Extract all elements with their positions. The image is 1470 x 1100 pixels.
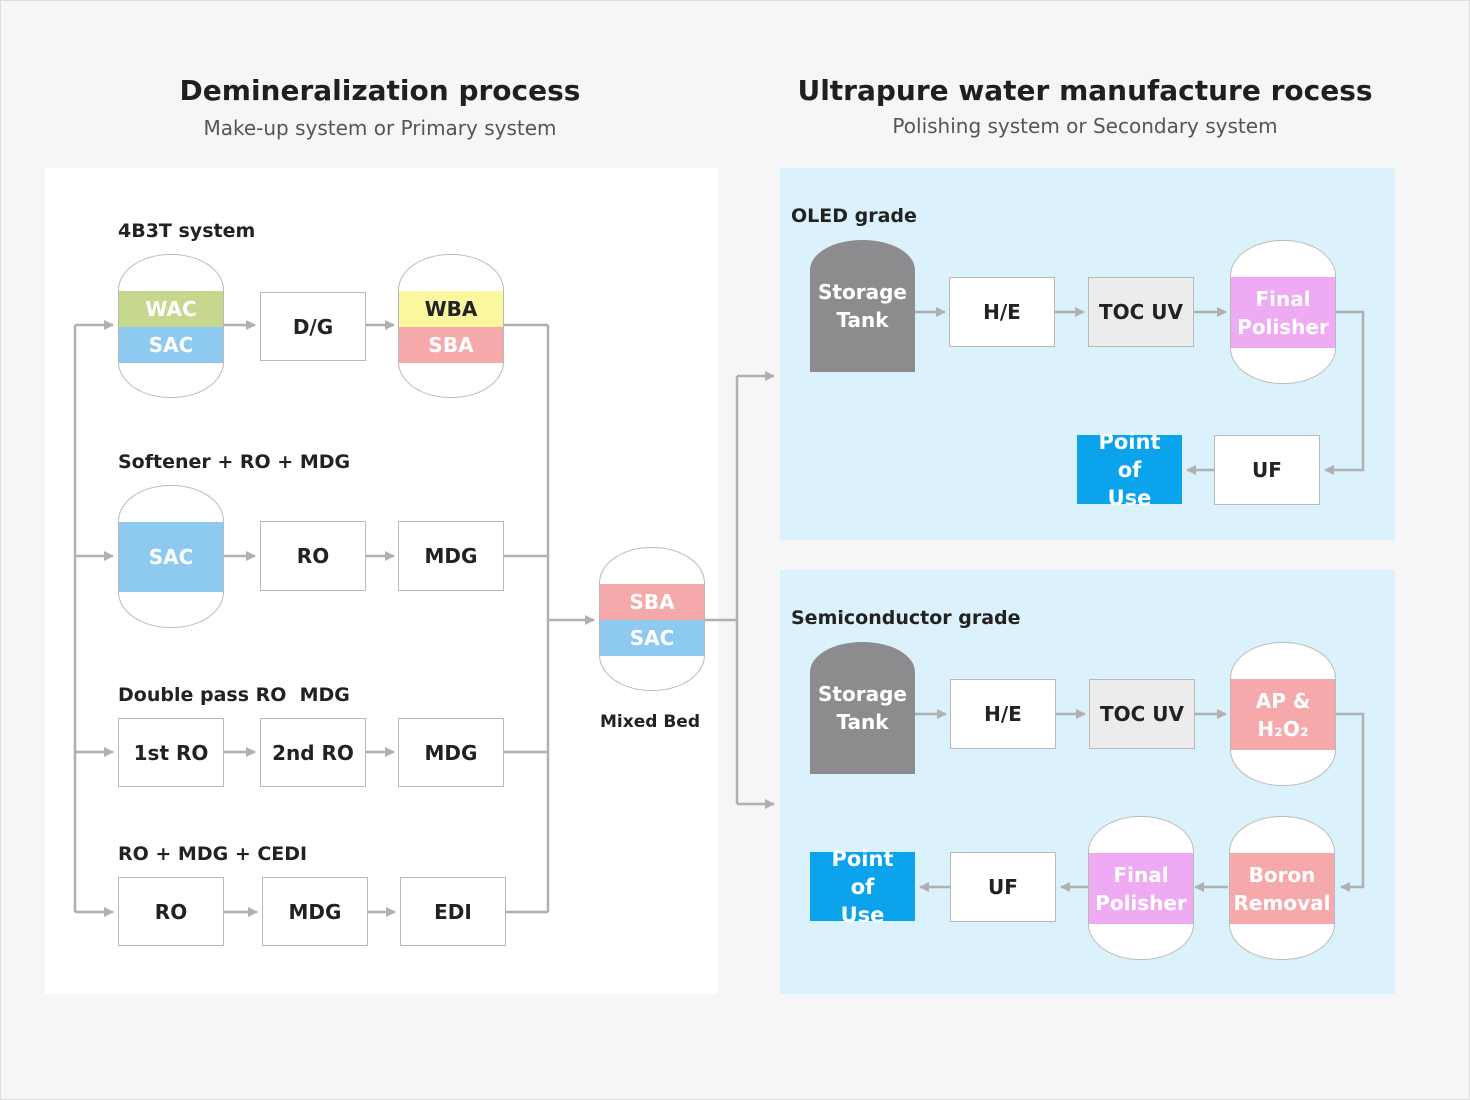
section-label-softener: Softener + RO + MDG bbox=[118, 451, 351, 473]
left-title: Demineralization process bbox=[179, 74, 581, 107]
mixed-bed-label: Mixed Bed bbox=[600, 712, 700, 732]
semi-final-polisher-band: Final Polisher bbox=[1089, 853, 1193, 924]
oled-uf-box: UF bbox=[1214, 435, 1320, 505]
boron-removal-tank: Boron Removal bbox=[1229, 816, 1335, 960]
oled-grade-label: OLED grade bbox=[791, 205, 917, 227]
cedi-mdg-box: MDG bbox=[262, 877, 368, 946]
softener-ro-box: RO bbox=[260, 521, 366, 591]
ap-h2o2-band: AP & H₂O₂ bbox=[1231, 679, 1335, 750]
sba-band: SBA bbox=[399, 327, 503, 363]
right-subtitle: Polishing system or Secondary system bbox=[892, 114, 1278, 138]
wba-band: WBA bbox=[399, 291, 503, 327]
dg-box: D/G bbox=[260, 292, 366, 361]
wac-sac-tank: WAC SAC bbox=[118, 254, 224, 398]
oled-he-box: H/E bbox=[949, 277, 1055, 347]
left-subtitle: Make-up system or Primary system bbox=[203, 116, 557, 140]
semi-final-polisher-tank: Final Polisher bbox=[1088, 816, 1194, 960]
oled-point-of-use: Point of Use bbox=[1077, 430, 1182, 510]
softener-mdg-box: MDG bbox=[398, 521, 504, 591]
cedi-ro-box: RO bbox=[118, 877, 224, 946]
second-ro-box: 2nd RO bbox=[260, 718, 366, 787]
mixed-bed-tank: SBA SAC bbox=[599, 547, 705, 691]
wba-sba-tank: WBA SBA bbox=[398, 254, 504, 398]
edi-box: EDI bbox=[400, 877, 506, 946]
semi-storage-tank: Storage Tank bbox=[810, 642, 915, 774]
sac-band: SAC bbox=[119, 327, 223, 363]
semi-uf-box: UF bbox=[950, 852, 1056, 922]
oled-toc-uv-box: TOC UV bbox=[1088, 277, 1194, 347]
softener-sac-tank: SAC bbox=[118, 485, 224, 628]
wac-band: WAC bbox=[119, 291, 223, 327]
softener-sac-band: SAC bbox=[119, 522, 223, 592]
section-label-double-pass: Double pass RO MDG bbox=[118, 684, 350, 706]
boron-removal-band: Boron Removal bbox=[1230, 853, 1334, 924]
mixed-bed-sac-band: SAC bbox=[600, 620, 704, 656]
semi-toc-uv-box: TOC UV bbox=[1089, 679, 1195, 749]
double-pass-mdg-box: MDG bbox=[398, 718, 504, 787]
semi-he-box: H/E bbox=[950, 679, 1056, 749]
semi-point-of-use: Point of Use bbox=[810, 847, 915, 927]
section-label-4b3t: 4B3T system bbox=[118, 220, 256, 242]
oled-final-polisher-band: Final Polisher bbox=[1231, 277, 1335, 348]
first-ro-box: 1st RO bbox=[118, 718, 224, 787]
right-title: Ultrapure water manufacture rocess bbox=[797, 74, 1373, 107]
oled-final-polisher-tank: Final Polisher bbox=[1230, 240, 1336, 384]
semiconductor-grade-label: Semiconductor grade bbox=[791, 607, 1021, 629]
mixed-bed-sba-band: SBA bbox=[600, 584, 704, 620]
oled-storage-tank: Storage Tank bbox=[810, 240, 915, 372]
section-label-cedi: RO + MDG + CEDI bbox=[118, 843, 308, 865]
ap-h2o2-tank: AP & H₂O₂ bbox=[1230, 642, 1336, 786]
